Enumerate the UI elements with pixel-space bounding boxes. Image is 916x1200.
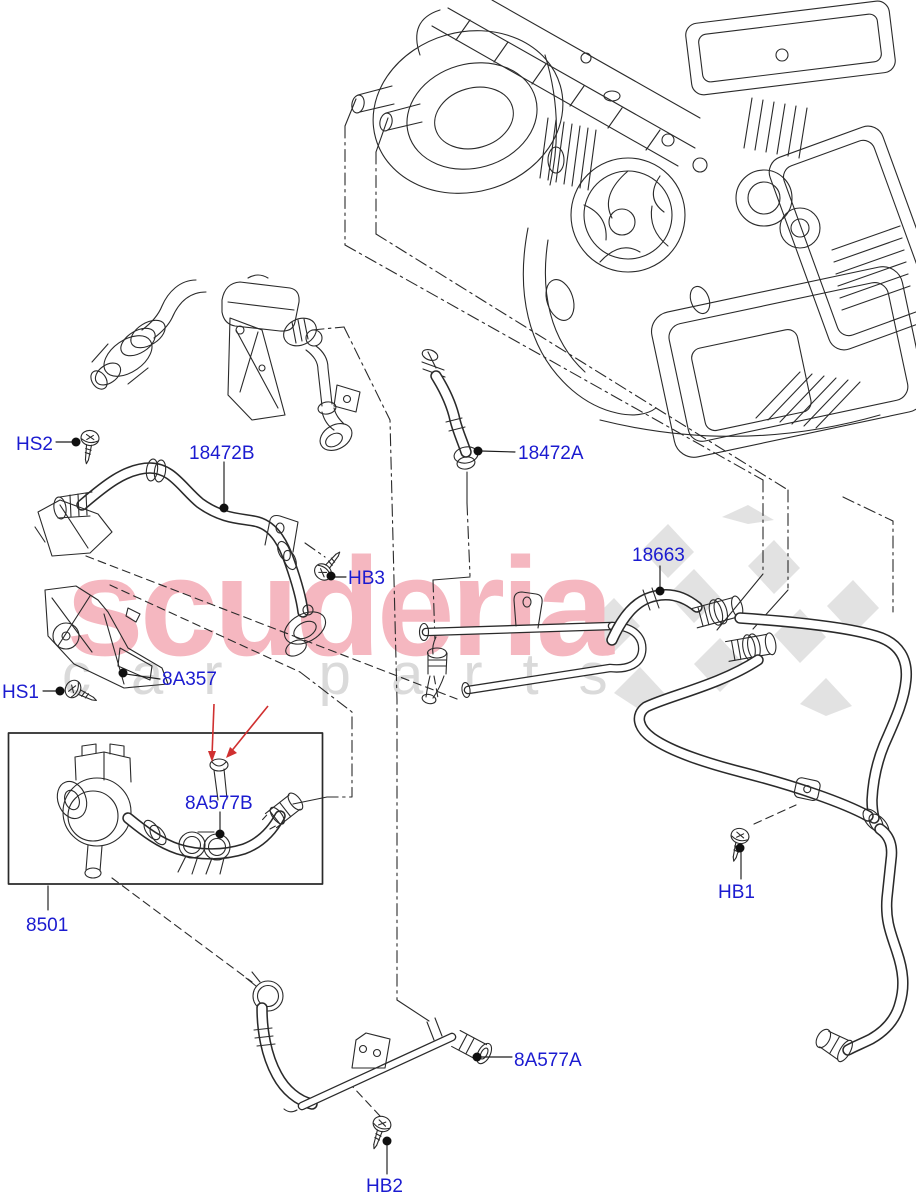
part-label-8a577a: 8A577A (514, 1050, 582, 1071)
part-label-18663: 18663 (632, 545, 685, 566)
part-label-hb3: HB3 (348, 568, 385, 589)
part-label-hs1: HS1 (2, 682, 39, 703)
kit-8501-box (7, 732, 324, 885)
part-label-8a577b: 8A577B (185, 793, 253, 814)
hose-18663-drawing (418, 587, 913, 1063)
hose-18472a-drawing (421, 349, 479, 470)
pipe-8a577a-drawing (245, 971, 493, 1113)
screw-hb2 (364, 1113, 394, 1153)
hvac-assembly-drawing (351, 0, 916, 458)
callout-leaders (42, 437, 745, 1175)
aux-heater-unit-drawing (90, 274, 361, 451)
watermark-subtitle: car parts (62, 642, 648, 707)
part-label-18472b: 18472B (189, 443, 255, 464)
part-label-hb1: HB1 (718, 882, 755, 903)
part-label-8a357: 8A357 (162, 669, 217, 690)
part-label-18472a: 18472A (518, 443, 584, 464)
part-label-8501: 8501 (26, 915, 68, 936)
pump-8a577b-drawing (56, 743, 304, 879)
screw-hs2 (76, 428, 101, 466)
part-label-hb2: HB2 (366, 1176, 403, 1197)
part-label-hs2: HS2 (16, 434, 53, 455)
construction-lines (85, 98, 894, 1117)
callout-labels: HS2 18472B 18472A HB3 18663 8A357 HS1 8A… (2, 434, 755, 1197)
pointer-arrows (208, 703, 269, 762)
hose-18472b-drawing (34, 458, 327, 657)
bracket-8a357-drawing (44, 585, 169, 689)
